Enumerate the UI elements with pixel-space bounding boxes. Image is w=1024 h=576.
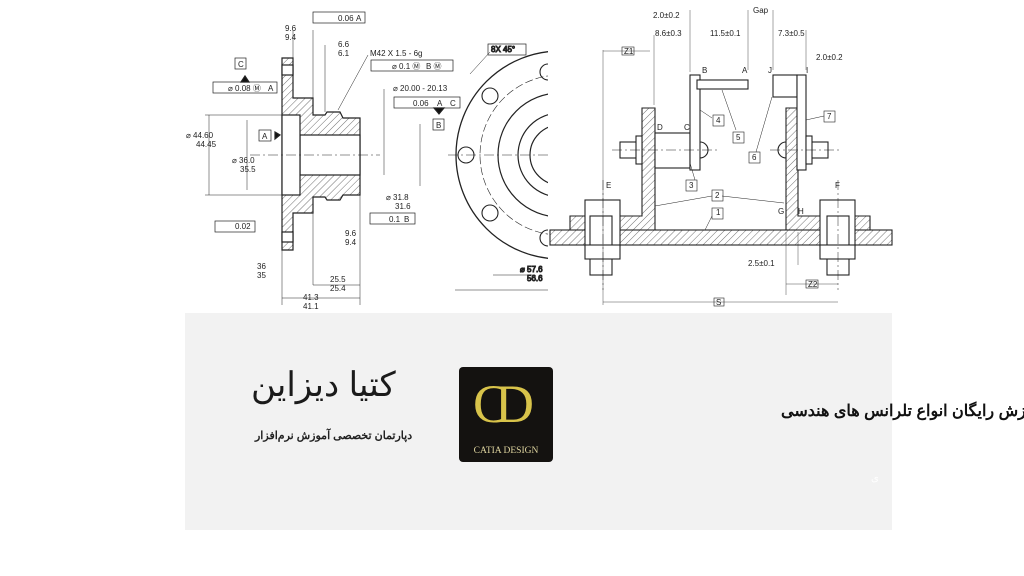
promo-banner: کتیا دیزاین دپارتمان تخصصی آموزش نرم‌افز… <box>185 313 1024 530</box>
svg-text:B: B <box>404 215 409 224</box>
svg-text:A: A <box>262 132 268 141</box>
svg-text:56.6: 56.6 <box>527 274 543 283</box>
svg-text:0.06: 0.06 <box>338 14 354 23</box>
svg-text:3: 3 <box>689 181 694 190</box>
svg-text:2.5±0.1: 2.5±0.1 <box>748 259 775 268</box>
svg-text:D: D <box>657 123 663 132</box>
svg-text:Z2: Z2 <box>808 280 818 289</box>
svg-text:6.1: 6.1 <box>338 49 350 58</box>
svg-text:25.4: 25.4 <box>330 284 346 293</box>
assembly-labels: 2.0±0.2 8.6±0.3 11.5±0.1 Gap 7.3±0.5 2.0… <box>606 6 843 307</box>
svg-text:9.4: 9.4 <box>345 238 357 247</box>
svg-text:9.6: 9.6 <box>345 229 357 238</box>
svg-text:35.5: 35.5 <box>240 165 256 174</box>
svg-text:H: H <box>798 207 804 216</box>
flange-section-view <box>205 11 461 305</box>
svg-text:A: A <box>437 99 443 108</box>
svg-text:4: 4 <box>716 116 721 125</box>
svg-text:6: 6 <box>752 153 757 162</box>
svg-text:G: G <box>778 207 784 216</box>
svg-text:44.45: 44.45 <box>196 140 217 149</box>
svg-text:0.1: 0.1 <box>389 215 401 224</box>
svg-text:C: C <box>684 123 690 132</box>
catia-design-logo: CD CATIA DESIGN <box>459 367 553 462</box>
svg-text:6.6: 6.6 <box>338 40 350 49</box>
brand-tagline: دپارتمان تخصصی آموزش نرم‌افزار <box>255 430 413 442</box>
svg-text:⌀ 0.08 Ⓜ: ⌀ 0.08 Ⓜ <box>228 84 261 93</box>
svg-text:⌀ 20.00 - 20.13: ⌀ 20.00 - 20.13 <box>393 84 448 93</box>
svg-text:M42 X 1.5 - 6g: M42 X 1.5 - 6g <box>370 49 422 58</box>
svg-text:C: C <box>238 60 244 69</box>
svg-text:Gap: Gap <box>753 6 769 15</box>
svg-text:8X 45°: 8X 45° <box>491 45 515 54</box>
svg-text:35: 35 <box>257 271 266 280</box>
svg-text:1: 1 <box>716 208 721 217</box>
assembly-drawing <box>549 10 893 307</box>
svg-text:⌀ 36.0: ⌀ 36.0 <box>232 156 255 165</box>
svg-text:9.6: 9.6 <box>285 24 297 33</box>
logo-caption: CATIA DESIGN <box>473 446 539 456</box>
svg-text:B Ⓜ: B Ⓜ <box>426 62 442 71</box>
svg-text:E: E <box>606 181 611 190</box>
technical-drawings: 0.06 A 9.6 9.4 6.6 6.1 M42 X 1.5 - 6g ⌀ … <box>186 6 893 311</box>
svg-text:9.4: 9.4 <box>285 33 297 42</box>
svg-text:F: F <box>835 181 840 190</box>
svg-text:7.3±0.5: 7.3±0.5 <box>778 29 805 38</box>
svg-text:C: C <box>450 99 456 108</box>
flange-end-view: 8X 45° ⌀ 57.6 56.6 <box>448 43 548 291</box>
svg-text:B: B <box>702 66 707 75</box>
svg-text:A: A <box>742 66 748 75</box>
svg-text:A: A <box>356 14 362 23</box>
svg-text:2.0±0.2: 2.0±0.2 <box>816 53 843 62</box>
svg-text:2.0±0.2: 2.0±0.2 <box>653 11 680 20</box>
flange-dimension-labels: 0.06 A 9.6 9.4 6.6 6.1 M42 X 1.5 - 6g ⌀ … <box>186 14 456 311</box>
svg-text:2: 2 <box>715 191 720 200</box>
svg-text:I: I <box>806 66 808 75</box>
svg-text:41.3: 41.3 <box>303 293 319 302</box>
svg-text:5: 5 <box>736 133 741 142</box>
svg-text:B: B <box>436 121 441 130</box>
svg-text:J: J <box>768 66 772 75</box>
svg-text:⌀ 44.60: ⌀ 44.60 <box>186 131 214 140</box>
svg-text:S: S <box>716 298 721 307</box>
svg-text:⌀ 0.1 Ⓜ: ⌀ 0.1 Ⓜ <box>392 62 420 71</box>
svg-text:⌀ 31.8: ⌀ 31.8 <box>386 193 409 202</box>
corner-mark: ی <box>871 473 879 484</box>
logo-monogram: CD <box>473 374 534 434</box>
svg-text:0.02: 0.02 <box>235 222 251 231</box>
svg-text:8.6±0.3: 8.6±0.3 <box>655 29 682 38</box>
svg-text:41.1: 41.1 <box>303 302 319 311</box>
svg-text:A: A <box>268 84 274 93</box>
svg-text:25.5: 25.5 <box>330 275 346 284</box>
svg-text:36: 36 <box>257 262 266 271</box>
svg-text:Z1: Z1 <box>624 47 634 56</box>
svg-text:31.6: 31.6 <box>395 202 411 211</box>
headline: آموزش رایگان انواع تلرانس های هندسی <box>781 403 1024 420</box>
svg-text:⌀ 57.6: ⌀ 57.6 <box>520 265 543 274</box>
svg-text:11.5±0.1: 11.5±0.1 <box>710 29 741 38</box>
svg-text:0.06: 0.06 <box>413 99 429 108</box>
svg-text:7: 7 <box>827 112 832 121</box>
brand-name: کتیا دیزاین <box>251 366 396 404</box>
